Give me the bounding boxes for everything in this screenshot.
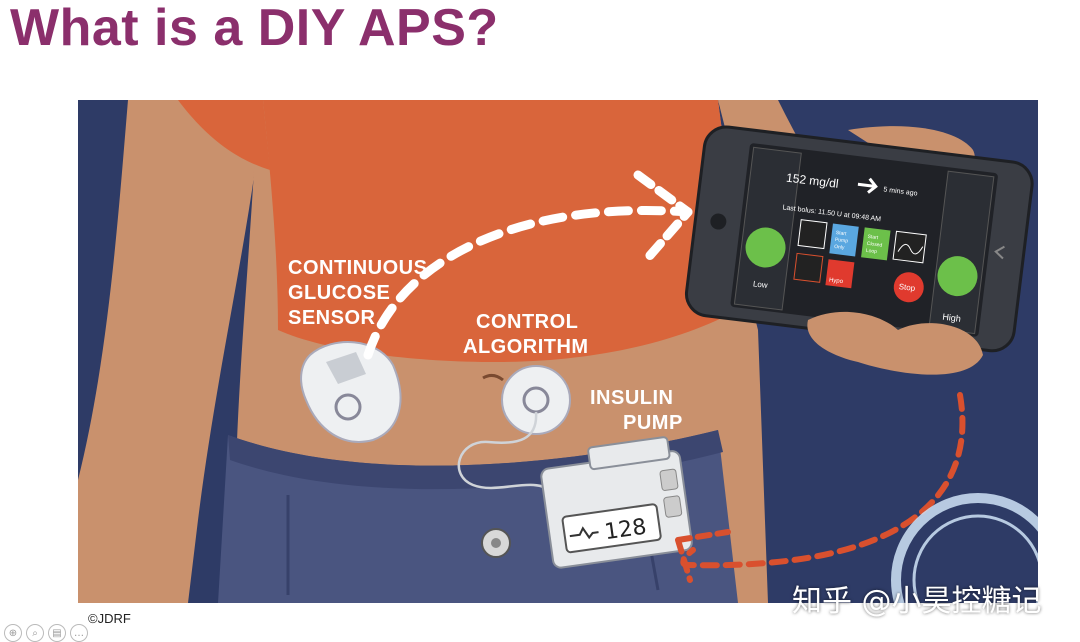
no-exercise-icon[interactable] xyxy=(794,253,823,282)
pump-label-1: INSULIN xyxy=(590,387,674,409)
viewer-toolbar: ⊕ ⌕ ▤ … xyxy=(4,624,88,642)
algorithm-label-2: ALGORITHM xyxy=(463,336,589,358)
jeans-button-center xyxy=(491,538,501,548)
algorithm-label-1: CONTROL xyxy=(476,311,578,333)
print-icon[interactable]: ▤ xyxy=(48,624,66,642)
cgm-label-3: SENSOR xyxy=(288,307,376,329)
more-icon[interactable]: … xyxy=(70,624,88,642)
zoom-icon[interactable]: ⊕ xyxy=(4,624,22,642)
meal-icon[interactable] xyxy=(798,220,827,249)
pump-label-2: PUMP xyxy=(623,412,683,434)
illustration-svg: 128 CONTINUOUS GLUCOSE SENSOR CONTROL AL… xyxy=(78,100,1038,603)
search-icon[interactable]: ⌕ xyxy=(26,624,44,642)
slide-title: What is a DIY APS? xyxy=(10,0,499,58)
diy-aps-illustration: 128 CONTINUOUS GLUCOSE SENSOR CONTROL AL… xyxy=(78,100,1038,603)
image-credit: ©JDRF xyxy=(88,611,131,626)
cgm-label-1: CONTINUOUS xyxy=(288,257,427,279)
watermark-text: 知乎 @小昊控糖记 xyxy=(792,576,1042,620)
cgm-label-2: GLUCOSE xyxy=(288,282,390,304)
low-label: Low xyxy=(752,279,768,290)
